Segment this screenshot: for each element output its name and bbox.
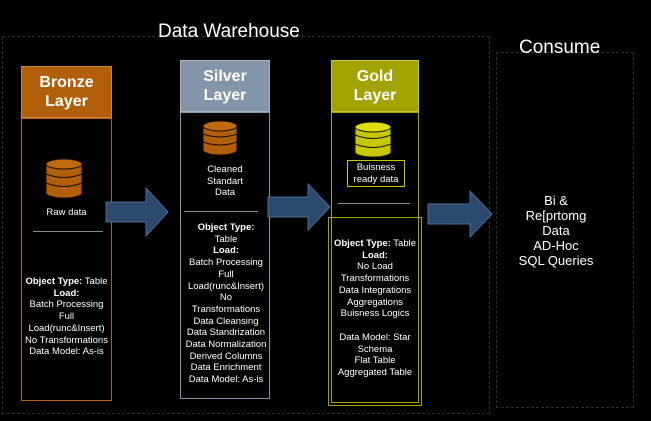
bronze-separator <box>33 231 103 232</box>
gold-object-type-value: Table <box>393 238 417 249</box>
bronze-detail-line: Load(runc&Insert) <box>28 322 105 334</box>
gold-detail-line: Transformations <box>340 273 410 285</box>
bronze-details: Object Type: Table Load: Batch Processin… <box>19 276 114 358</box>
bronze-detail-line: Full <box>58 311 75 323</box>
gold-caption: Buisness ready data <box>347 160 405 187</box>
gold-detail-line: Data Integrations <box>338 284 412 296</box>
bronze-layer-body <box>21 118 112 401</box>
gold-detail-line: No Load <box>357 261 393 273</box>
consume-container <box>496 52 634 408</box>
gold-title-line1: Gold <box>356 68 394 85</box>
silver-layer-body <box>180 112 270 399</box>
gold-load-label: Load: <box>362 249 388 261</box>
gold-separator <box>338 203 410 204</box>
bronze-detail-line: Batch Processing <box>29 299 104 311</box>
consume-line: Data <box>542 223 570 238</box>
bronze-object-type-value: Table <box>84 276 108 287</box>
consume-line: Re[prtomg <box>525 208 587 223</box>
silver-detail-line: Derived Columns <box>189 350 263 362</box>
silver-caption: Cleaned Standart Data <box>180 164 270 199</box>
bronze-title-line2: Layer <box>45 93 88 110</box>
silver-detail-line: Data Normalization <box>185 339 267 351</box>
bronze-detail-line: No Transformations <box>25 334 108 346</box>
bronze-object-type-label: Object Type: <box>25 276 83 287</box>
consume-line: Bi & <box>544 193 568 208</box>
consume-line: SQL Queries <box>518 253 594 268</box>
gold-data-model-line: Schema <box>357 343 393 355</box>
arrow-silver-to-gold <box>267 182 331 232</box>
gold-title-line2: Layer <box>353 87 397 104</box>
gold-caption-line: ready data <box>353 173 399 185</box>
gold-details-spacer <box>328 320 422 332</box>
gold-database-icon <box>354 121 392 158</box>
consume-title: Consume <box>519 37 601 58</box>
data-warehouse-container <box>2 36 490 414</box>
arrow-gold-to-consume <box>427 189 493 239</box>
bronze-data-model: Data Model: As-is <box>29 346 104 358</box>
bronze-title-line1: Bronze <box>39 74 94 91</box>
silver-detail-line: Load(runc&Insert) <box>187 280 265 292</box>
bronze-layer-header: Bronze Layer <box>21 66 112 118</box>
silver-details: Object Type: Table Load: Batch Processin… <box>178 222 274 386</box>
silver-separator <box>184 211 258 212</box>
data-warehouse-title: Data Warehouse <box>158 21 300 42</box>
gold-details-box <box>328 217 422 406</box>
silver-title-line1: Silver <box>203 68 247 85</box>
consume-line: AD-Hoc <box>533 238 579 253</box>
consume-list: Bi & Re[prtomg Data AD-Hoc SQL Queries <box>500 193 612 268</box>
bronze-caption: Raw data <box>46 207 87 218</box>
gold-details: Object Type: Table Load: No Load Transfo… <box>328 238 422 379</box>
gold-detail-line: Buisness Logics <box>340 308 410 320</box>
gold-data-model-line: Flat Table <box>354 355 396 367</box>
gold-data-model-line: Aggregated Table <box>337 367 413 379</box>
silver-database-icon <box>202 120 238 156</box>
arrow-bronze-to-silver <box>105 186 169 238</box>
gold-caption-line: Buisness <box>356 162 396 173</box>
silver-detail-line: Data Enrichment <box>190 362 262 374</box>
gold-object-type-label: Object Type: <box>333 238 391 249</box>
silver-detail-line: Data Cleansing <box>193 315 259 327</box>
silver-caption-line: Cleaned <box>207 164 243 175</box>
silver-detail-line: Data Standrization <box>186 327 266 339</box>
silver-layer-header: Silver Layer <box>180 60 270 112</box>
silver-object-type-label: Object Type: <box>197 222 255 233</box>
silver-load-label: Load: <box>213 245 239 257</box>
gold-data-model-line: Data Model: Star <box>339 331 411 343</box>
gold-detail-line: Aggregations <box>347 296 403 308</box>
silver-detail-line: No <box>219 292 233 304</box>
silver-caption-line: Data <box>214 187 236 198</box>
silver-object-type-value: Table <box>214 233 238 245</box>
gold-layer-body <box>331 112 419 403</box>
bronze-load-label: Load: <box>53 287 80 299</box>
silver-detail-line: Transformations <box>191 303 261 315</box>
gold-layer-header: Gold Layer <box>331 60 419 112</box>
silver-detail-line: Full <box>218 268 234 280</box>
silver-data-model: Data Model: As-is <box>188 374 264 386</box>
silver-title-line2: Layer <box>203 87 247 104</box>
silver-caption-line: Standart <box>207 175 243 187</box>
bronze-database-icon <box>45 158 83 199</box>
silver-detail-line: Batch Processing <box>189 257 263 269</box>
